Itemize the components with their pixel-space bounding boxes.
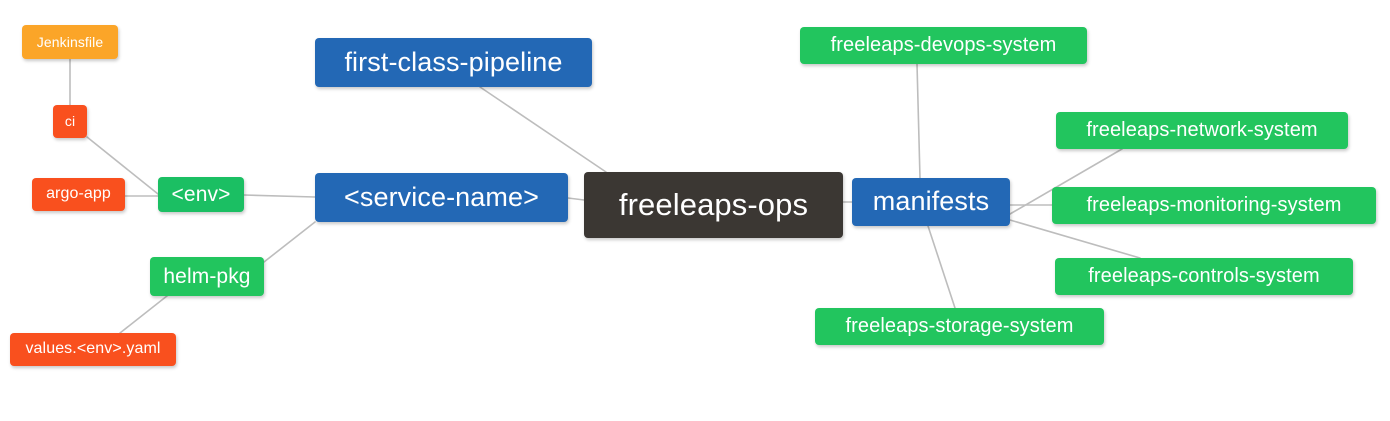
edge-manifests-to-freeleaps-storage-system xyxy=(927,225,956,309)
node-label-ci: ci xyxy=(64,113,76,129)
edge-env-to-service-name xyxy=(243,194,316,198)
node-label-freeleaps-storage-system: freeleaps-storage-system xyxy=(845,315,1074,337)
edge-first-class-pipeline-to-freeleaps-ops xyxy=(479,86,607,173)
node-freeleaps-controls-system[interactable]: freeleaps-controls-system xyxy=(1055,258,1353,295)
edge-manifests-to-freeleaps-controls-system xyxy=(1009,219,1141,259)
node-label-freeleaps-devops-system: freeleaps-devops-system xyxy=(830,34,1057,56)
node-label-freeleaps-ops: freeleaps-ops xyxy=(618,187,809,222)
node-argo-app[interactable]: argo-app xyxy=(32,178,125,211)
node-label-service-name: <service-name> xyxy=(344,181,539,212)
node-label-first-class-pipeline: first-class-pipeline xyxy=(344,46,563,77)
node-label-freeleaps-monitoring-system: freeleaps-monitoring-system xyxy=(1086,194,1342,216)
node-values-env-yaml[interactable]: values.<env>.yaml xyxy=(10,333,176,366)
node-label-jenkinsfile: Jenkinsfile xyxy=(36,33,104,50)
edge-service-name-to-freeleaps-ops xyxy=(567,197,585,201)
node-freeleaps-network-system[interactable]: freeleaps-network-system xyxy=(1056,112,1348,149)
node-label-manifests: manifests xyxy=(872,186,990,216)
node-label-freeleaps-controls-system: freeleaps-controls-system xyxy=(1088,265,1320,287)
node-env[interactable]: <env> xyxy=(158,177,244,212)
node-label-env: <env> xyxy=(171,182,231,206)
node-first-class-pipeline[interactable]: first-class-pipeline xyxy=(315,38,592,87)
edge-helm-pkg-to-values-env-yaml xyxy=(119,291,173,334)
edge-manifests-to-freeleaps-devops-system xyxy=(916,63,921,179)
node-helm-pkg[interactable]: helm-pkg xyxy=(150,257,264,296)
node-label-helm-pkg: helm-pkg xyxy=(163,264,251,288)
node-service-name[interactable]: <service-name> xyxy=(315,173,568,222)
node-freeleaps-devops-system[interactable]: freeleaps-devops-system xyxy=(800,27,1087,64)
node-jenkinsfile[interactable]: Jenkinsfile xyxy=(22,25,118,59)
node-label-values-env-yaml: values.<env>.yaml xyxy=(25,340,161,357)
node-freeleaps-ops[interactable]: freeleaps-ops xyxy=(584,172,843,238)
node-label-argo-app: argo-app xyxy=(46,185,111,202)
edge-service-name-to-helm-pkg xyxy=(263,221,316,263)
node-label-freeleaps-network-system: freeleaps-network-system xyxy=(1086,119,1318,141)
node-manifests[interactable]: manifests xyxy=(852,178,1010,226)
node-freeleaps-monitoring-system[interactable]: freeleaps-monitoring-system xyxy=(1052,187,1376,224)
node-freeleaps-storage-system[interactable]: freeleaps-storage-system xyxy=(815,308,1104,345)
node-ci[interactable]: ci xyxy=(53,105,87,138)
